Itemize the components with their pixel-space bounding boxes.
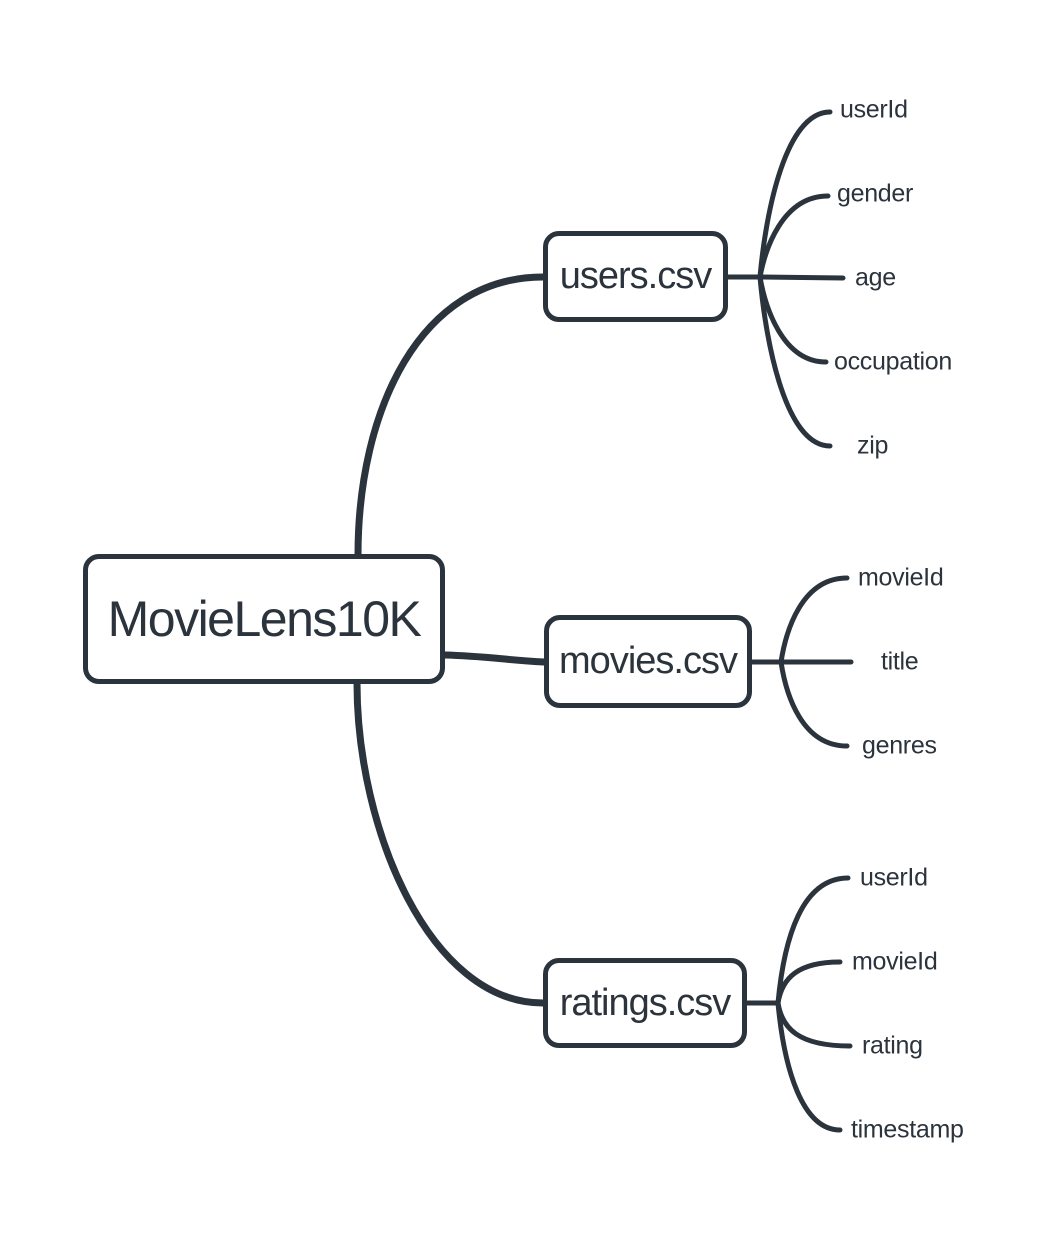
node-users-label: users.csv — [559, 255, 712, 297]
leaf-movies-genres: genres — [862, 731, 937, 760]
edge-ratings-rating — [775, 1000, 853, 1049]
edge-ratings-userid — [775, 875, 851, 1006]
leaf-ratings-movieid: movieId — [852, 947, 938, 976]
node-users-csv: users.csv — [543, 231, 728, 322]
edge-users-zip — [757, 274, 833, 449]
node-movies-csv: movies.csv — [544, 615, 752, 708]
leaf-users-zip: zip — [857, 431, 889, 460]
edge-root-movies — [441, 651, 548, 666]
leaf-users-age: age — [855, 263, 896, 292]
leaf-ratings-rating: rating — [862, 1031, 923, 1060]
node-ratings-label: ratings.csv — [559, 981, 732, 1024]
edge-users-age — [757, 274, 846, 281]
edge-movies-movieid — [778, 575, 850, 665]
leaf-ratings-timestamp: timestamp — [851, 1115, 964, 1144]
leaf-users-gender: gender — [837, 179, 914, 208]
edge-users-gender — [757, 193, 831, 280]
edge-root-ratings — [353, 679, 547, 1007]
leaf-movies-movieid: movieId — [858, 563, 944, 592]
node-movies-label: movies.csv — [559, 640, 738, 682]
edge-users-userid — [757, 109, 833, 280]
leaf-users-occupation: occupation — [834, 347, 952, 376]
node-root: MovieLens10K — [83, 554, 445, 684]
leaf-ratings-userid: userId — [860, 863, 928, 892]
edge-movies-genres — [778, 659, 850, 749]
leaf-users-userid: userId — [840, 95, 908, 124]
node-root-label: MovieLens10K — [107, 591, 422, 647]
edge-ratings-movieid — [775, 959, 843, 1006]
edge-root-users — [354, 273, 547, 559]
node-ratings-csv: ratings.csv — [543, 958, 747, 1048]
edge-ratings-timestamp — [775, 1000, 843, 1133]
leaf-movies-title: title — [881, 647, 919, 676]
